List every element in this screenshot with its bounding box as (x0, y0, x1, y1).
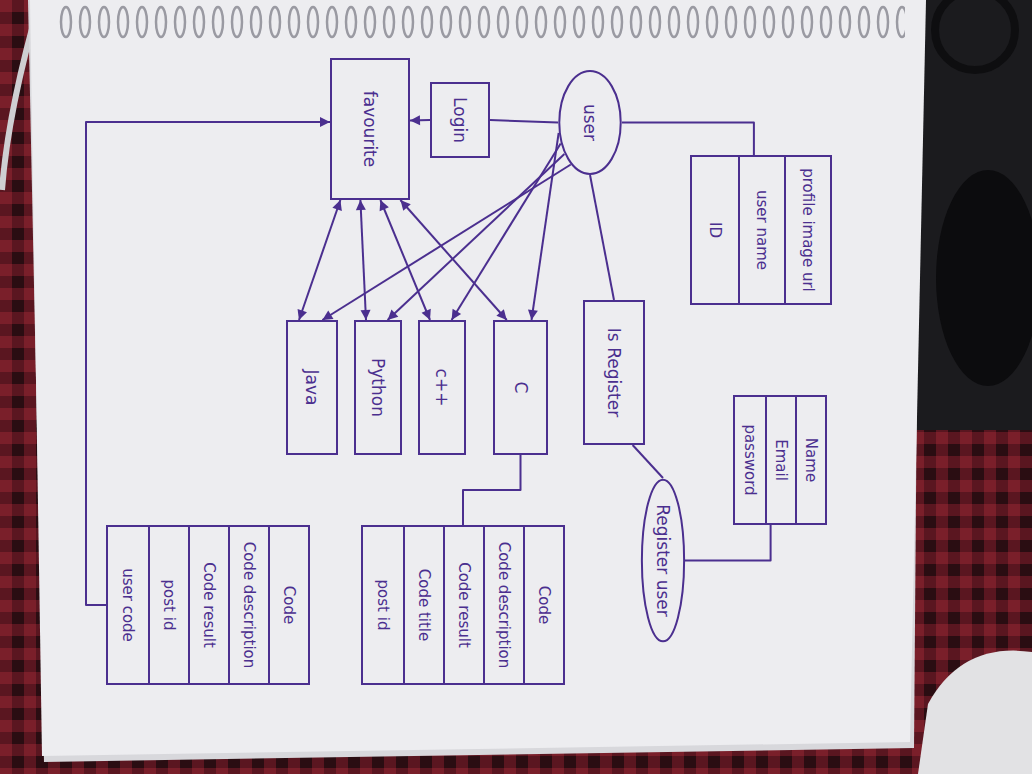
arrowhead (361, 310, 371, 320)
table-cell: Email (765, 397, 795, 523)
process-box: Login (430, 82, 490, 158)
arrowhead (388, 310, 399, 320)
connector (685, 525, 771, 561)
connector-line (299, 200, 340, 320)
arrowhead (380, 200, 389, 211)
node-label: user (580, 104, 600, 141)
arrowhead (322, 310, 333, 320)
table-cell: post id (363, 527, 403, 683)
connector (490, 120, 558, 123)
connector (400, 200, 506, 320)
process-box: c++ (418, 320, 466, 455)
arrowhead (356, 200, 366, 210)
connector-line (388, 154, 565, 320)
entity-table: CodeCode descriptionCode resultCode titl… (361, 525, 565, 685)
connector-line (452, 144, 561, 321)
connector (590, 175, 614, 300)
arrowhead (422, 309, 431, 320)
node-label: Java (302, 370, 322, 406)
connector (528, 133, 559, 320)
entity-table: profile image urluser nameID (690, 155, 832, 305)
white-object (918, 651, 1032, 774)
connector (298, 200, 342, 320)
node-label: Is Register (604, 328, 624, 417)
connector (380, 200, 431, 320)
connector (452, 144, 561, 321)
mouse (936, 170, 1032, 386)
connector-line (86, 122, 330, 605)
table-cell: Code description (483, 527, 523, 683)
connector (322, 165, 570, 321)
arrowhead (298, 309, 307, 320)
connector (633, 445, 663, 478)
table-cell: ID (692, 157, 738, 303)
table-cell: user code (108, 527, 148, 683)
connector-line (622, 123, 754, 156)
ellipse-node: Register user (641, 478, 685, 643)
connector-line (400, 200, 506, 320)
ellipse-node: user (558, 70, 622, 175)
spiral-binding (55, 0, 905, 46)
node-label: Register user (653, 504, 673, 616)
connector-line (360, 200, 366, 320)
connector (463, 455, 521, 525)
ellipse-shape (559, 71, 620, 174)
entity-table: CodeCode descriptionCode resultpost idus… (106, 525, 310, 685)
table-cell: Name (795, 397, 825, 523)
node-label: C (510, 382, 530, 394)
notebook-page (30, 0, 926, 756)
table-cell: Code title (403, 527, 443, 683)
node-label: Python (368, 358, 388, 417)
connector-line (590, 175, 614, 300)
arrowhead (528, 309, 538, 320)
process-box: C (493, 320, 548, 455)
arrowhead (496, 309, 506, 320)
connector (410, 115, 430, 125)
connector-line (380, 200, 430, 320)
coiled-cable (935, 0, 1015, 70)
table-cell: user name (738, 157, 784, 303)
connector-line (633, 445, 663, 478)
arrowhead (452, 309, 462, 320)
connector (356, 200, 371, 320)
connector (86, 117, 330, 605)
arrowhead (320, 117, 330, 127)
process-box: Java (286, 320, 338, 455)
table-cell: Code (268, 527, 308, 683)
connector-line (532, 133, 559, 320)
node-label: c++ (432, 369, 452, 407)
connector-line (322, 165, 570, 321)
connector (388, 154, 565, 320)
table-cell: Code result (443, 527, 483, 683)
process-box: Is Register (583, 300, 645, 445)
connector-line (463, 455, 521, 525)
entity-table: NameEmailpassword (733, 395, 827, 525)
arrowhead (400, 200, 410, 211)
node-label: favourite (360, 91, 380, 167)
table-cell: Code result (188, 527, 228, 683)
table-cell: profile image url (784, 157, 830, 303)
arrowhead (410, 115, 420, 125)
connector (622, 123, 754, 156)
table-cell: Code description (228, 527, 268, 683)
connector-line (685, 525, 771, 561)
process-box: favourite (330, 58, 410, 200)
ellipse-shape (642, 480, 684, 642)
arrowhead (332, 200, 341, 211)
node-label: Login (450, 97, 470, 143)
table-cell: post id (148, 527, 188, 683)
table-cell: Code (523, 527, 563, 683)
connector-line (490, 120, 558, 123)
process-box: Python (354, 320, 402, 455)
table-cell: password (735, 397, 765, 523)
